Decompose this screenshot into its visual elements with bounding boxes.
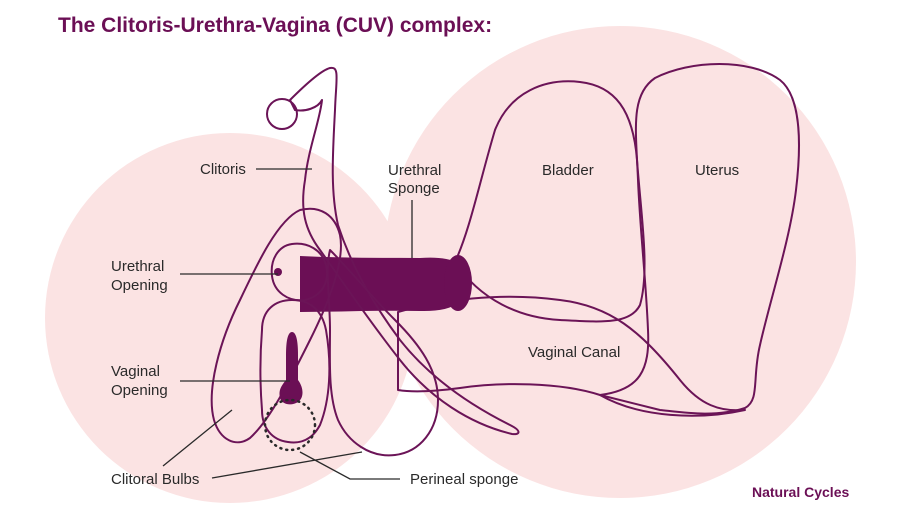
- perineal-sponge-leader: [299, 451, 400, 480]
- background-blob-right: [384, 26, 856, 498]
- label-urethral-opening-1: Urethral: [111, 258, 164, 275]
- urethral-sponge-end: [444, 255, 472, 311]
- clitoral-bulbs-leader: [162, 409, 233, 467]
- urethral-opening-ring: [270, 242, 328, 302]
- label-vaginal-canal: Vaginal Canal: [528, 344, 620, 361]
- label-uterus: Uterus: [695, 162, 739, 179]
- urethral-opening-hole: [274, 268, 282, 276]
- clitoris-body-shape: [289, 66, 520, 436]
- clitoral-bulb-right: [326, 249, 439, 457]
- labels: Clitoris Urethral Sponge Bladder Uterus …: [111, 161, 739, 488]
- vaginal-opening-hole: [279, 332, 303, 405]
- uterus-shape: [599, 63, 800, 415]
- label-vaginal-opening-1: Vaginal: [111, 363, 160, 380]
- leader-lines: [162, 168, 413, 480]
- label-clitoris: Clitoris: [200, 161, 246, 178]
- label-vaginal-opening-2: Opening: [111, 382, 168, 399]
- label-urethral-sponge-1: Urethral: [388, 162, 441, 179]
- clitoral-bulb-left: [210, 207, 342, 444]
- vaginal-canal-shape: [397, 295, 746, 417]
- brand-logo-text: Natural Cycles: [752, 484, 850, 500]
- vaginal-opening-surround: [259, 299, 331, 444]
- clitoral-bulbs-leader-2: [211, 451, 363, 479]
- label-urethral-opening-2: Opening: [111, 277, 168, 294]
- urethral-sponge-shape: [300, 256, 470, 312]
- label-urethral-sponge-2: Sponge: [388, 180, 440, 197]
- clitoris-glans: [266, 98, 298, 130]
- background-blob-left: [45, 133, 415, 503]
- label-bladder: Bladder: [542, 162, 594, 179]
- background-blobs: [45, 26, 856, 503]
- page-title: The Clitoris-Urethra-Vagina (CUV) comple…: [58, 14, 493, 37]
- label-perineal-sponge: Perineal sponge: [410, 471, 518, 488]
- label-clitoral-bulbs: Clitoral Bulbs: [111, 471, 199, 488]
- bladder-shape: [454, 80, 646, 323]
- perineal-sponge-outline: [263, 398, 317, 452]
